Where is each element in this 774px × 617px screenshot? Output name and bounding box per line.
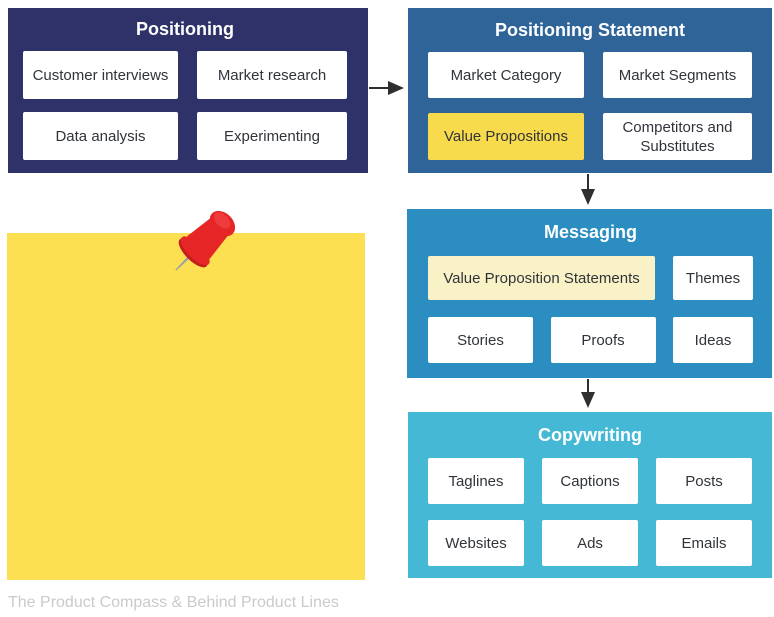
node-ideas: Ideas (673, 317, 753, 363)
panel-copywriting-row-2: Websites Ads Emails (428, 520, 752, 566)
node-captions: Captions (542, 458, 638, 504)
node-market-category: Market Category (428, 52, 584, 98)
credit-text: The Product Compass & Behind Product Lin… (8, 594, 339, 611)
panel-copywriting: Copywriting Taglines Captions Posts Webs… (408, 412, 772, 578)
node-competitors-and-substitutes: Competitors and Substitutes (603, 113, 752, 160)
panel-messaging-row-2: Stories Proofs Ideas (428, 317, 753, 363)
node-value-propositions: Value Propositions (428, 113, 584, 160)
panel-positioning: Positioning Customer interviews Market r… (8, 8, 368, 173)
panel-positioning-statement: Positioning Statement Market Category Ma… (408, 8, 772, 173)
node-proofs: Proofs (550, 317, 656, 363)
panel-copywriting-title: Copywriting (538, 424, 642, 445)
panel-positioning-statement-row-2: Value Propositions Competitors and Subst… (428, 113, 752, 160)
panel-positioning-row-2: Data analysis Experimenting (23, 112, 347, 160)
node-emails: Emails (656, 520, 752, 566)
node-stories: Stories (428, 317, 533, 363)
node-websites: Websites (428, 520, 524, 566)
node-ads: Ads (542, 520, 638, 566)
panel-messaging: Messaging Value Proposition Statements T… (407, 209, 772, 378)
node-taglines: Taglines (428, 458, 524, 504)
panel-messaging-row-1: Value Proposition Statements Themes (428, 256, 753, 300)
panel-positioning-statement-row-1: Market Category Market Segments (428, 52, 752, 98)
sticky-note (7, 233, 365, 580)
panel-copywriting-row-1: Taglines Captions Posts (428, 458, 752, 504)
panel-positioning-statement-title: Positioning Statement (494, 19, 685, 40)
panel-positioning-row-1: Customer interviews Market research (23, 51, 347, 99)
node-value-proposition-statements: Value Proposition Statements (428, 256, 655, 300)
panel-positioning-title: Positioning (136, 19, 234, 39)
node-customer-interviews: Customer interviews (23, 51, 178, 99)
panel-messaging-title: Messaging (543, 222, 638, 242)
node-market-research: Market research (197, 51, 347, 99)
node-themes: Themes (673, 256, 753, 300)
node-experimenting: Experimenting (197, 112, 347, 160)
node-posts: Posts (656, 458, 752, 504)
node-data-analysis: Data analysis (23, 112, 178, 160)
node-market-segments: Market Segments (603, 52, 752, 98)
